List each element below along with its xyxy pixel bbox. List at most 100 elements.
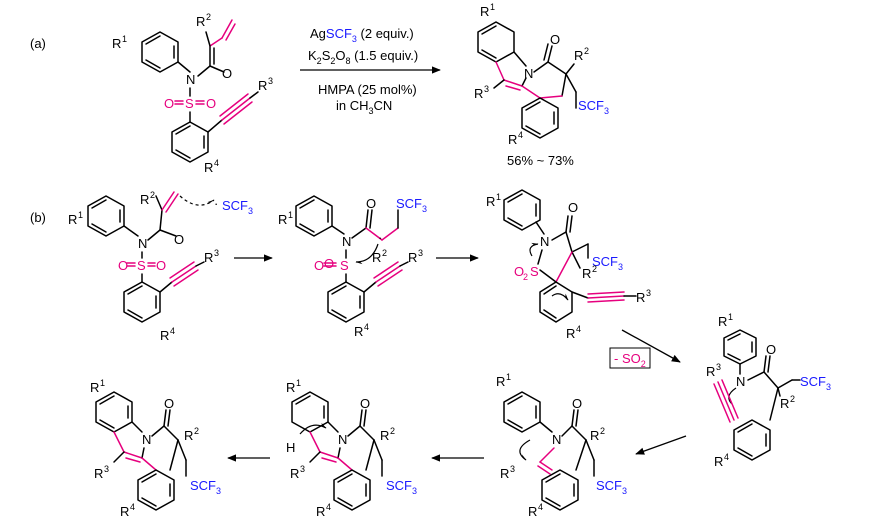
svg-text:4: 4 [538, 502, 543, 512]
svg-text:R: R [160, 328, 169, 343]
svg-text:O: O [314, 258, 324, 273]
svg-text:O: O [568, 200, 578, 215]
svg-text:R: R [196, 14, 205, 29]
svg-text:3: 3 [510, 464, 515, 474]
svg-text:R: R [258, 78, 267, 93]
svg-text:R: R [590, 428, 599, 443]
svg-text:2: 2 [390, 426, 395, 436]
yield-text: 56% ~ 73% [507, 153, 574, 168]
reaction-conditions-a: AgSCF3 (2 equiv.) K2S2O8 (1.5 equiv.) HM… [300, 26, 441, 116]
svg-text:2: 2 [584, 46, 589, 56]
svg-text:O: O [164, 396, 174, 411]
svg-text:R: R [68, 212, 77, 227]
svg-text:2: 2 [206, 12, 211, 22]
svg-text:N: N [142, 432, 151, 447]
svg-text:SCF3: SCF3 [578, 98, 609, 116]
svg-text:R: R [480, 4, 489, 19]
svg-text:1: 1 [728, 312, 733, 322]
svg-text:R: R [474, 86, 483, 101]
svg-text:R: R [566, 326, 575, 341]
svg-text:S: S [530, 264, 539, 279]
svg-text:2: 2 [382, 248, 387, 258]
svg-text:2: 2 [523, 272, 528, 282]
svg-text:3: 3 [716, 362, 721, 372]
svg-text:4: 4 [170, 326, 175, 336]
svg-text:S: S [185, 96, 194, 111]
svg-text:N: N [540, 234, 549, 249]
svg-text:O: O [164, 96, 174, 111]
svg-text:SCF3: SCF3 [386, 478, 417, 496]
svg-text:4: 4 [518, 130, 523, 140]
svg-text:N: N [524, 66, 533, 81]
svg-text:O: O [550, 32, 560, 47]
svg-text:1: 1 [490, 2, 495, 12]
panel-a-label: (a) [30, 36, 46, 51]
svg-text:R: R [120, 504, 129, 519]
svg-text:O: O [366, 196, 376, 211]
svg-text:R: R [278, 212, 287, 227]
svg-text:R: R [112, 36, 121, 51]
svg-text:1: 1 [496, 192, 501, 202]
arrow-b3 [621, 329, 681, 363]
svg-text:O: O [156, 258, 166, 273]
svg-text:R: R [204, 160, 213, 175]
svg-text:O: O [206, 96, 216, 111]
svg-text:4: 4 [724, 452, 729, 462]
svg-text:R: R [706, 364, 715, 379]
svg-text:1: 1 [122, 34, 127, 44]
svg-text:R: R [714, 454, 723, 469]
svg-text:R: R [500, 466, 509, 481]
svg-text:3: 3 [268, 76, 273, 86]
svg-text:N: N [338, 432, 347, 447]
svg-text:·: · [378, 230, 382, 245]
panel-b-label: (b) [30, 210, 46, 225]
svg-text:4: 4 [326, 502, 331, 512]
svg-text:H: H [286, 440, 295, 455]
svg-text:R: R [508, 132, 517, 147]
svg-text:N: N [138, 236, 147, 251]
svg-text:N: N [342, 234, 351, 249]
svg-text:O: O [118, 258, 128, 273]
svg-text:R: R [286, 380, 295, 395]
svg-text:1: 1 [78, 210, 83, 220]
svg-text:K2S2O8 (1.5 equiv.): K2S2O8 (1.5 equiv.) [308, 48, 418, 66]
svg-text:·: · [214, 196, 218, 211]
svg-text:R: R [316, 504, 325, 519]
svg-text:R: R [718, 314, 727, 329]
svg-text:4: 4 [364, 322, 369, 332]
svg-text:N: N [186, 72, 195, 87]
svg-text:SCF3: SCF3 [596, 478, 627, 496]
svg-text:O: O [324, 256, 334, 271]
svg-text:R: R [204, 250, 213, 265]
svg-text:R: R [636, 290, 645, 305]
svg-text:SCF3: SCF3 [222, 198, 253, 216]
svg-text:R: R [486, 194, 495, 209]
svg-text:O: O [174, 232, 184, 247]
svg-text:N: N [736, 374, 745, 389]
svg-text:3: 3 [214, 248, 219, 258]
svg-text:O: O [572, 396, 582, 411]
svg-text:O: O [514, 264, 524, 279]
svg-text:O: O [360, 396, 370, 411]
svg-text:AgSCF3 (2 equiv.): AgSCF3 (2 equiv.) [310, 26, 414, 44]
svg-text:1: 1 [100, 378, 105, 388]
svg-text:R: R [574, 48, 583, 63]
svg-text:4: 4 [130, 502, 135, 512]
svg-text:R: R [528, 504, 537, 519]
svg-text:SCF3: SCF3 [592, 254, 623, 272]
svg-text:4: 4 [576, 324, 581, 334]
svg-text:R: R [290, 466, 299, 481]
svg-text:2: 2 [194, 426, 199, 436]
svg-text:R: R [380, 428, 389, 443]
svg-text:2: 2 [150, 190, 155, 200]
svg-text:R: R [408, 250, 417, 265]
svg-text:2: 2 [592, 264, 597, 274]
